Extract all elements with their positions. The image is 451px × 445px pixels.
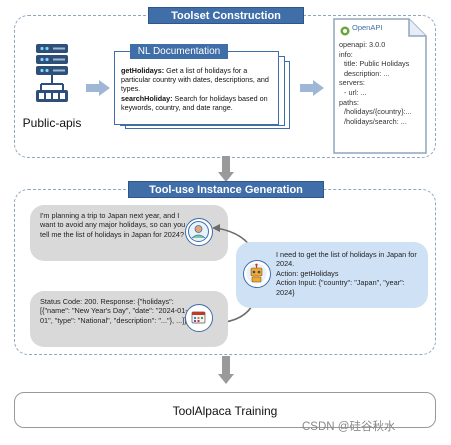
training-box: ToolAlpaca Training bbox=[14, 392, 436, 428]
arrow-right bbox=[86, 80, 110, 101]
toolset-title: Toolset Construction bbox=[148, 7, 304, 24]
arrow-down-1 bbox=[218, 156, 234, 187]
calendar-icon bbox=[185, 304, 213, 332]
instance-title: Tool-use Instance Generation bbox=[128, 181, 324, 198]
doc-text: getHolidays: Get a list of holidays for … bbox=[121, 66, 273, 112]
assistant-line-2: Action: getHolidays bbox=[276, 268, 339, 278]
server-icon bbox=[33, 44, 71, 104]
doc-card: getHolidays: Get a list of holidays for … bbox=[114, 51, 279, 125]
arrow-down-2 bbox=[218, 356, 234, 389]
watermark: CSDN @硅谷秋水 bbox=[302, 421, 396, 433]
user-message: I'm planning a trip to Japan next year, … bbox=[30, 205, 228, 261]
openapi-file: OpenAPI openapi: 3.0.0 info: title: Publ… bbox=[333, 18, 427, 154]
user-avatar-icon bbox=[185, 218, 213, 246]
robot-icon bbox=[243, 260, 271, 288]
openapi-logo-icon bbox=[340, 23, 350, 41]
openapi-content: openapi: 3.0.0 info: title: Public Holid… bbox=[339, 40, 412, 126]
doc-item-getholidays: getHolidays: Get a list of holidays for … bbox=[121, 66, 269, 94]
assistant-line-1: I need to get the list of holidays in Ja… bbox=[276, 250, 417, 269]
assistant-line-3: Action Input: {"country": "Japan", "year… bbox=[276, 278, 405, 297]
source-label: Public-apis bbox=[22, 116, 82, 130]
openapi-label: OpenAPI bbox=[352, 23, 383, 32]
doc-tab: NL Documentation bbox=[130, 44, 228, 59]
arrow-right-2 bbox=[300, 80, 324, 101]
doc-item-searchholiday: searchHoliday: Search for holidays based… bbox=[121, 93, 268, 112]
